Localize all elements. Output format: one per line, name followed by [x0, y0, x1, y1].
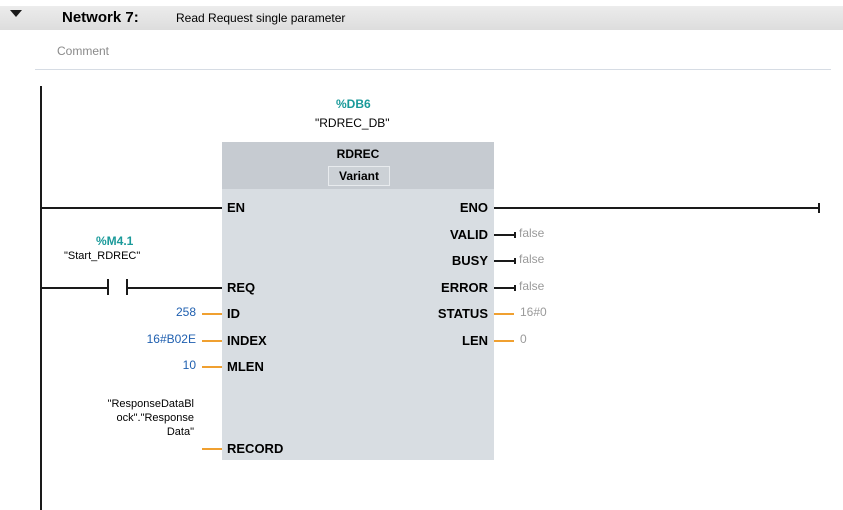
block-variant-selector[interactable]: Variant	[328, 166, 390, 186]
req-wire-right	[128, 287, 222, 289]
eno-wire	[494, 207, 820, 209]
contact-address[interactable]: %M4.1	[96, 234, 134, 248]
valid-value: false	[519, 226, 545, 240]
valid-wire-end	[514, 232, 516, 238]
en-wire	[40, 207, 222, 209]
valid-wire	[494, 234, 516, 236]
comment-field[interactable]	[35, 38, 831, 70]
req-wire-left	[40, 287, 107, 289]
status-value: 16#0	[520, 305, 547, 319]
power-rail	[40, 86, 42, 510]
index-value[interactable]: 16#B02E	[146, 332, 196, 346]
pin-status: STATUS	[437, 306, 488, 321]
busy-wire	[494, 260, 516, 262]
record-operand-line1: "ResponseDataBl	[107, 398, 194, 410]
network-header[interactable]	[0, 6, 843, 30]
comment-placeholder[interactable]: Comment	[57, 44, 110, 58]
pin-busy: BUSY	[451, 253, 488, 268]
contact-left-bar[interactable]	[107, 279, 109, 295]
id-value[interactable]: 258	[175, 305, 196, 319]
pin-len: LEN	[462, 333, 488, 348]
error-value: false	[519, 279, 545, 293]
instance-db-name[interactable]: "RDREC_DB"	[315, 116, 390, 130]
instance-db-address[interactable]: %DB6	[336, 97, 371, 111]
contact-tag-name[interactable]: "Start_RDREC"	[64, 250, 141, 262]
index-wire	[202, 340, 222, 342]
record-operand[interactable]: "ResponseDataBl ock"."Response Data"	[54, 397, 194, 439]
collapse-arrow-icon[interactable]	[10, 10, 22, 17]
len-value: 0	[520, 332, 527, 346]
pin-valid: VALID	[449, 227, 488, 242]
len-wire	[494, 340, 514, 342]
mlen-wire	[202, 366, 222, 368]
error-wire-end	[514, 285, 516, 291]
wire-end-marker	[818, 203, 820, 213]
pin-req: REQ	[227, 280, 256, 295]
busy-wire-end	[514, 258, 516, 264]
network-title[interactable]: Read Request single parameter	[176, 11, 346, 25]
pin-en: EN	[227, 200, 246, 215]
pin-error: ERROR	[441, 280, 488, 295]
id-wire	[202, 313, 222, 315]
network-label: Network 7:	[62, 9, 139, 26]
pin-eno: ENO	[459, 200, 488, 215]
contact-right-bar[interactable]	[126, 279, 128, 295]
record-operand-line3: Data"	[166, 426, 194, 438]
pin-record: RECORD	[227, 441, 284, 456]
rdrec-block[interactable]	[222, 142, 494, 460]
pin-id: ID	[227, 306, 240, 321]
record-operand-line2: ock"."Response	[116, 412, 194, 424]
pin-mlen: MLEN	[227, 359, 264, 374]
record-wire	[202, 448, 222, 450]
block-name: RDREC	[336, 147, 380, 161]
status-wire	[494, 313, 514, 315]
busy-value: false	[519, 252, 545, 266]
mlen-value[interactable]: 10	[182, 358, 196, 372]
pin-index: INDEX	[227, 333, 267, 348]
error-wire	[494, 287, 516, 289]
